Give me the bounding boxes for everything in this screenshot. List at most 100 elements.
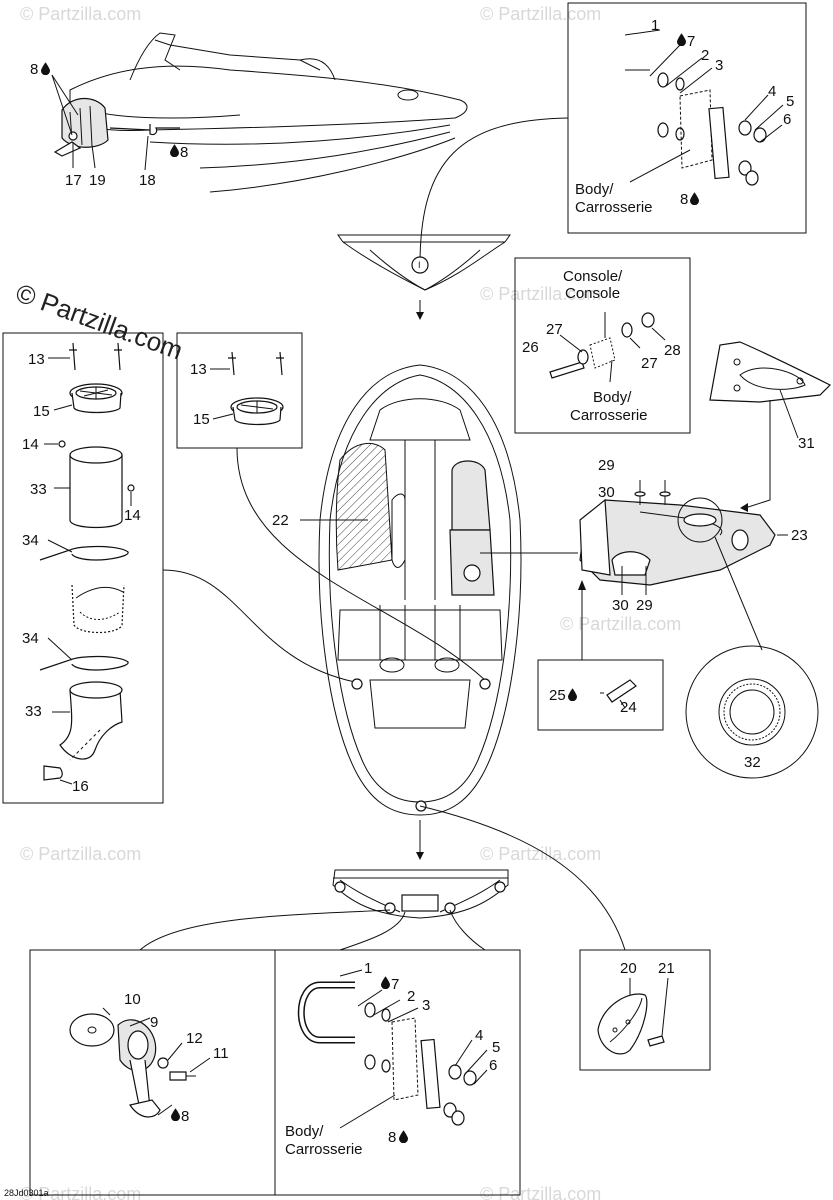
boat-stern-view (51, 32, 468, 193)
callout-19: 19 (89, 172, 106, 189)
callout-16: 16 (72, 778, 89, 795)
callout-7-top: 7 (687, 33, 695, 50)
drop-icon (41, 62, 50, 75)
body-label-top: Body/ (575, 181, 614, 198)
callout-14-left-b: 14 (124, 507, 141, 524)
callout-12: 12 (186, 1030, 203, 1047)
callout-1-bottom: 1 (364, 960, 372, 977)
svg-text:I: I (418, 260, 421, 270)
console-label-b: Console (565, 285, 620, 302)
console-label-a: Console/ (563, 268, 623, 285)
carrosserie-label-bottom: Carrosserie (285, 1141, 363, 1158)
drop-icon (171, 1108, 180, 1121)
callout-31: 31 (798, 435, 815, 452)
faint-watermarks: © Partzilla.com © Partzilla.com © Partzi… (20, 4, 681, 1200)
callout-11: 11 (213, 1045, 229, 1062)
callout-13-left: 13 (28, 351, 45, 368)
callout-27-a: 27 (546, 321, 563, 338)
callout-8-drain: 8 (181, 1108, 189, 1125)
reference-code: 28Jd0301a (4, 1188, 49, 1198)
callout-10: 10 (124, 991, 141, 1008)
callout-21: 21 (658, 960, 675, 977)
stern-view-bottom (139, 805, 626, 951)
connector-line (162, 569, 356, 683)
callout-13-small: 13 (190, 361, 207, 378)
svg-text:© Partzilla.com: © Partzilla.com (480, 1184, 601, 1200)
callout-30-a: 30 (598, 484, 615, 501)
callout-32: 32 (744, 754, 761, 771)
console-box (514, 257, 691, 434)
callout-5-bottom: 5 (492, 1039, 500, 1056)
u-bolt-assembly-bottom (297, 969, 488, 1129)
connector-line (419, 117, 569, 266)
callout-4-bottom: 4 (475, 1027, 483, 1044)
hull-top-view (300, 364, 578, 860)
callout-29-b: 29 (636, 597, 653, 614)
storage-bin (578, 480, 788, 660)
svg-text:© Partzilla.com: © Partzilla.com (480, 4, 601, 24)
drop-icon (568, 688, 577, 701)
callout-33-left-b: 33 (25, 703, 42, 720)
callout-9: 9 (150, 1014, 158, 1031)
svg-text:© Partzilla.com: © Partzilla.com (20, 1184, 141, 1200)
bow-view: I (337, 234, 511, 320)
callout-33-left-a: 33 (30, 481, 47, 498)
callout-18: 18 (139, 172, 156, 189)
callout-14-left-a: 14 (22, 436, 39, 453)
callout-8-a: 8 (30, 61, 38, 78)
svg-text:© Partzilla.com: © Partzilla.com (560, 614, 681, 634)
callout-22: 22 (272, 512, 289, 529)
vent-small (210, 351, 284, 426)
grease-box (537, 659, 664, 731)
seal-ring-detail (685, 645, 819, 779)
callout-20: 20 (620, 960, 637, 977)
callout-23: 23 (791, 527, 808, 544)
clamp-part (597, 977, 669, 1055)
callout-15-small: 15 (193, 411, 210, 428)
callout-25: 25 (549, 687, 566, 704)
vent-assembly (39, 342, 135, 785)
carrosserie-label-top: Carrosserie (575, 199, 653, 216)
callout-24: 24 (620, 699, 637, 716)
vent-assembly-box (2, 332, 164, 804)
callout-15-left: 15 (33, 403, 50, 420)
body-label-bottom: Body/ (285, 1123, 324, 1140)
svg-text:© Partzilla.com: © Partzilla.com (480, 284, 601, 304)
body-label-console: Body/ (593, 389, 632, 406)
callout-7-bottom: 7 (391, 976, 399, 993)
callout-4-top: 4 (768, 83, 776, 100)
callout-3-bottom: 3 (422, 997, 430, 1014)
clamp-box (579, 949, 711, 1071)
u-bolt-box-bottom (274, 949, 521, 1196)
drop-icon (170, 144, 179, 157)
carrosserie-label-console: Carrosserie (570, 407, 648, 424)
callout-3-top: 3 (715, 57, 723, 74)
callout-30-b: 30 (612, 597, 629, 614)
callout-2-bottom: 2 (407, 988, 415, 1005)
svg-text:© Partzilla.com: © Partzilla.com (20, 4, 141, 24)
callout-1-top: 1 (651, 17, 659, 34)
drain-plug-assembly (69, 1007, 211, 1118)
console-fasteners (549, 312, 666, 383)
svg-text:© Partzilla.com: © Partzilla.com (20, 844, 141, 864)
callout-2-top: 2 (701, 47, 709, 64)
callout-5-top: 5 (786, 93, 794, 110)
drop-icon (677, 33, 686, 46)
callout-34-left-a: 34 (22, 532, 39, 549)
callout-26: 26 (522, 339, 539, 356)
svg-text:© Partzilla.com: © Partzilla.com (480, 844, 601, 864)
drop-icon (399, 1130, 408, 1143)
callout-34-left-b: 34 (22, 630, 39, 647)
callout-27-b: 27 (641, 355, 658, 372)
callout-8-top: 8 (680, 191, 688, 208)
drain-plug-box (29, 949, 276, 1196)
callout-8-b: 8 (180, 144, 188, 161)
drop-icon (381, 976, 390, 989)
callout-6-bottom: 6 (489, 1057, 497, 1074)
callout-8-bottom: 8 (388, 1129, 396, 1146)
grease-part (600, 679, 637, 709)
callout-29-a: 29 (598, 457, 615, 474)
storage-cover (709, 341, 832, 512)
callout-6-top: 6 (783, 111, 791, 128)
